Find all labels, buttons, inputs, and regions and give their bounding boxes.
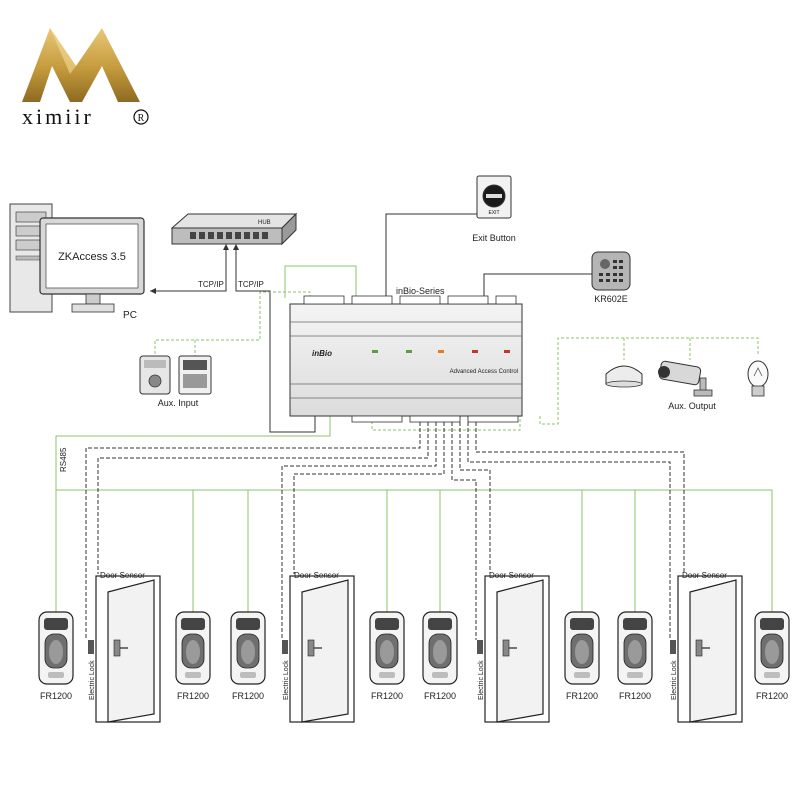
door-sensor-label: Door Sensor xyxy=(100,571,145,580)
door-sensor-label: Door Sensor xyxy=(682,571,727,580)
aux-output-label: Aux. Output xyxy=(668,401,716,411)
fr1200-reader: FR1200 xyxy=(617,611,653,701)
panel-caption: Advanced Access Control xyxy=(450,369,518,375)
door-handle-icon xyxy=(307,639,315,657)
reader-label: FR1200 xyxy=(177,691,209,701)
reader-label: FR1200 xyxy=(619,691,651,701)
pc-computer: ZKAccess 3.5 PC xyxy=(9,203,145,321)
aux-input-label: Aux. Input xyxy=(158,398,199,408)
reader-label: FR1200 xyxy=(371,691,403,701)
rs485-label: RS485 xyxy=(59,447,68,472)
electric-lock-icon xyxy=(88,640,94,654)
electric-lock-icon xyxy=(477,640,483,654)
brand-logo: ximiir R xyxy=(22,28,149,129)
exit-button-device: EXIT Exit Button xyxy=(472,175,516,243)
electric-lock-label: Electric Lock xyxy=(89,660,96,700)
wire-aux-input xyxy=(154,291,311,356)
wire-aux-output xyxy=(539,337,759,425)
fr1200-reader: FR1200 xyxy=(564,611,600,701)
logo-mark xyxy=(22,28,140,102)
fr1200-reader: FR1200 xyxy=(422,611,458,701)
door-leaf xyxy=(496,579,544,723)
reader-label: FR1200 xyxy=(232,691,264,701)
wire-pc-hub xyxy=(150,246,227,292)
electric-lock-icon xyxy=(670,640,676,654)
door-leaf xyxy=(107,579,155,723)
aux-output-devices: Aux. Output xyxy=(605,360,769,411)
tcp-ip-label-panel: TCP/IP xyxy=(238,280,264,289)
network-hub: HUB xyxy=(170,212,298,246)
door-leaf xyxy=(689,579,737,723)
electric-lock-icon xyxy=(282,640,288,654)
fr1200-reader: FR1200 xyxy=(754,611,790,701)
camera-icon xyxy=(658,360,713,397)
exit-text: EXIT xyxy=(488,210,499,216)
reader-label: FR1200 xyxy=(424,691,456,701)
door-handle-icon xyxy=(502,639,510,657)
screen-app-title: ZKAccess 3.5 xyxy=(58,251,126,263)
reader-label: FR1200 xyxy=(566,691,598,701)
pc-label: PC xyxy=(123,310,137,321)
door-handle-icon xyxy=(113,639,121,657)
exit-button-label: Exit Button xyxy=(472,233,516,243)
panel-series-label: inBio-Series xyxy=(396,286,445,296)
fr1200-reader: FR1200 xyxy=(175,611,211,701)
kr602e-keypad: KR602E xyxy=(591,251,631,304)
light-bulb-icon xyxy=(747,360,769,397)
siren-icon xyxy=(605,365,643,385)
fr1200-reader: FR1200 xyxy=(369,611,405,701)
wire-hub-panel xyxy=(235,246,316,433)
wire-keypad xyxy=(483,273,592,298)
wire-bus xyxy=(56,489,773,612)
brand-name: ximiir xyxy=(22,104,94,129)
aux-input-devices: Aux. Input xyxy=(139,355,212,408)
trademark-mark: R xyxy=(138,113,145,124)
fr1200-reader: FR1200 xyxy=(230,611,266,701)
reader-label: FR1200 xyxy=(756,691,788,701)
wiring xyxy=(55,213,773,640)
hub-label: HUB xyxy=(258,220,271,226)
fr1200-readers: FR1200 FR1200 FR1200 FR1200 FR1200 FR1200 FR12… xyxy=(38,611,790,701)
electric-lock-label: Electric Lock xyxy=(478,660,485,700)
door-handle-icon xyxy=(695,639,703,657)
wire-rs485 xyxy=(55,416,331,612)
inbio-controller: inBio-Series inBio Advanced Access Contr… xyxy=(289,286,523,423)
monitor-screen xyxy=(45,223,139,289)
electric-lock-label: Electric Lock xyxy=(671,660,678,700)
door-leaf xyxy=(301,579,349,723)
panel-leds xyxy=(372,350,510,353)
door-sensor-label: Door Sensor xyxy=(294,571,339,580)
electric-lock-label: Electric Lock xyxy=(283,660,290,700)
door-sensor-label: Door Sensor xyxy=(489,571,534,580)
panel-brand: inBio xyxy=(312,349,332,358)
wire-green-top xyxy=(284,265,357,298)
fr1200-reader: FR1200 xyxy=(38,611,74,701)
reader-label: FR1200 xyxy=(40,691,72,701)
keypad-label: KR602E xyxy=(594,294,628,304)
panel-body xyxy=(289,303,523,417)
tcp-ip-label-pc: TCP/IP xyxy=(198,280,224,289)
